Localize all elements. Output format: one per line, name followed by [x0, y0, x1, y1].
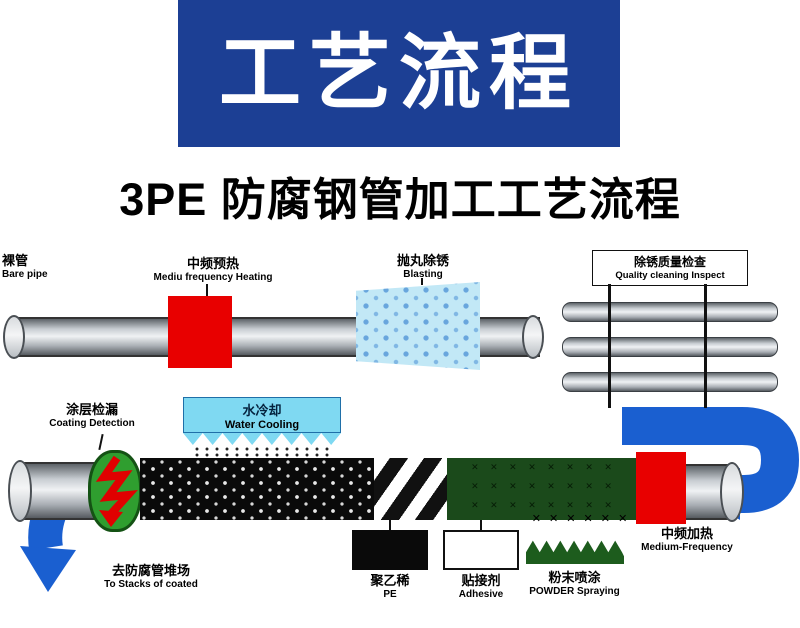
cooling-pipe-section	[140, 458, 374, 520]
pe-material-box	[352, 530, 428, 570]
stack-label: 去防腐管堆场 To Stacks of coated	[104, 563, 198, 591]
rack-pipe	[562, 372, 778, 392]
connector-line	[206, 284, 208, 297]
blasting-label: 抛丸除锈 Blasting	[396, 253, 449, 281]
pe-label: 聚乙稀 PE	[370, 573, 410, 601]
powder-spraying-label: 粉末喷涂 POWDER Spraying	[529, 570, 620, 598]
connector-line	[480, 520, 482, 530]
coating-detector	[88, 450, 142, 532]
medium-heating-label: 中频加热 Medium-Frequency	[641, 526, 733, 554]
adhesive-label: 贴接剂 Adhesive	[458, 573, 504, 601]
powder-marks: ✕ ✕ ✕ ✕ ✕ ✕ ✕ ✕	[471, 481, 612, 491]
pipe-end-cap	[720, 462, 744, 522]
coating-detection-label: 涂层检漏 Coating Detection	[49, 402, 135, 430]
title-banner: 工艺流程	[178, 0, 620, 147]
subtitle: 3PE 防腐钢管加工工艺流程	[119, 174, 681, 225]
preheat-label: 中频预热 Mediu frequency Heating	[153, 256, 273, 284]
adhesive-material-box	[443, 530, 519, 570]
powder-coat-section	[447, 458, 636, 520]
powder-marks: ✕ ✕ ✕ ✕ ✕ ✕ ✕ ✕	[471, 500, 612, 510]
spark-icon	[95, 455, 138, 527]
inspection-label: 除锈质量检查 Quality cleaning Inspect	[592, 250, 748, 286]
rack-pipe	[562, 337, 778, 357]
water-cooling-box: 水冷却 Water Cooling	[183, 397, 341, 433]
rack-pipe	[562, 302, 778, 322]
medium-frequency-heater	[636, 452, 686, 524]
powder-marks: ✕ ✕ ✕ ✕ ✕ ✕ ✕ ✕	[471, 462, 612, 472]
page-title: 工艺流程	[218, 27, 579, 119]
blasting-zone	[356, 282, 480, 370]
bare-pipe-label: 裸管 Bare pipe	[2, 253, 48, 281]
rack-post	[704, 284, 707, 408]
pipe-end-cap	[8, 460, 32, 522]
pe-wrap-section	[374, 458, 447, 520]
pipe-end-cap	[3, 315, 25, 359]
pipe-end-cap	[522, 315, 544, 359]
rack-post	[608, 284, 611, 408]
water-drip-dots	[192, 446, 334, 460]
preheat-heater	[168, 296, 232, 368]
connector-line	[389, 520, 391, 530]
powder-x-marks: ✕ ✕ ✕ ✕ ✕ ✕	[531, 513, 628, 525]
connector-line	[421, 278, 423, 285]
